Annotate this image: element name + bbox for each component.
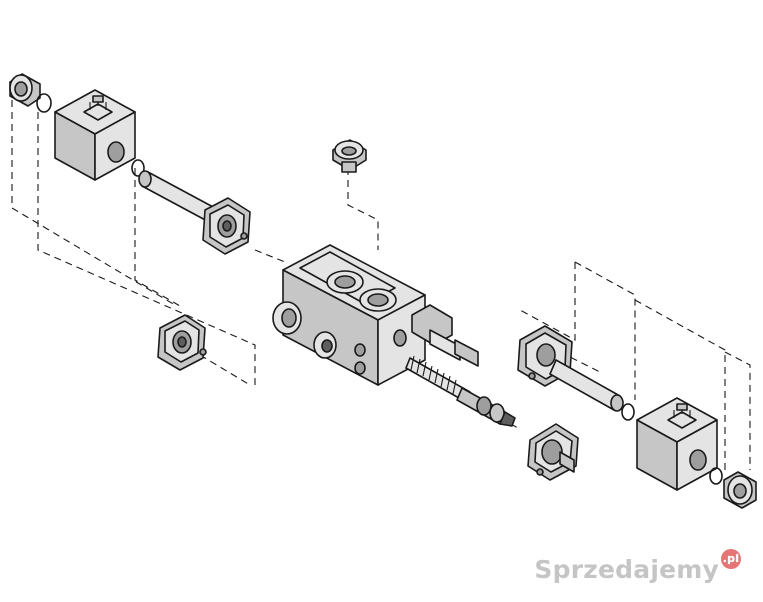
- spool: [456, 387, 516, 427]
- right-solenoid-coil: [636, 397, 718, 491]
- spool-end-fitting: [411, 304, 479, 367]
- assembly-guide-lines: [11, 100, 751, 470]
- right-end-cap: [723, 471, 757, 509]
- left-tube-flange: [202, 197, 251, 255]
- left-coil-connector-icon: [83, 95, 113, 121]
- valve-body: [272, 244, 426, 386]
- top-plug: [332, 139, 367, 173]
- left-armature-tube: [138, 170, 216, 223]
- left-end-cap: [9, 73, 41, 107]
- right-o-ring-outer: [709, 467, 723, 485]
- left-o-ring-outer: [36, 93, 52, 113]
- lower-left-flange: [157, 314, 207, 371]
- right-armature-tube: [549, 359, 624, 412]
- watermark-badge: .pl: [721, 549, 741, 569]
- lower-right-flange: [527, 423, 579, 481]
- watermark: Sprzedajemy.pl: [534, 549, 741, 584]
- right-coil-connector-icon: [667, 403, 697, 429]
- watermark-text: Sprzedajemy: [534, 555, 719, 584]
- left-o-ring-inner: [131, 159, 145, 177]
- right-o-ring-inner: [621, 403, 635, 421]
- left-solenoid-coil: [54, 89, 136, 181]
